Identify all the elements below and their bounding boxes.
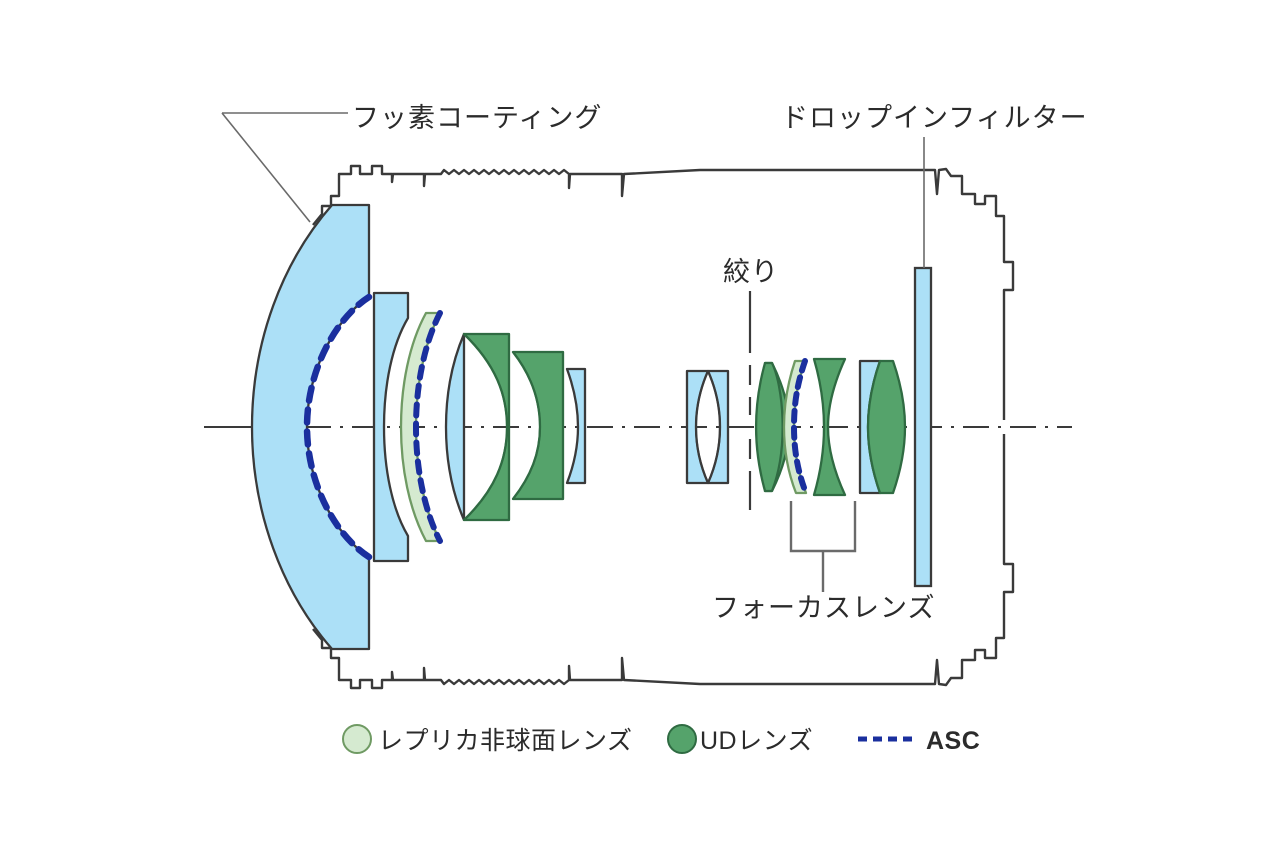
drop-in-filter-rect <box>913 266 933 588</box>
lens-element-second-meniscus <box>372 291 410 563</box>
legend-swatch-replica-aspherical <box>342 724 372 754</box>
legend-label-ud-lens: UDレンズ <box>700 727 813 755</box>
callout-leaders <box>221 112 925 592</box>
focus-ud-2-shape <box>812 357 847 497</box>
barrel-bottom-profile <box>312 434 1015 690</box>
second-meniscus-shape <box>372 291 410 563</box>
lens-element-drop-in-filter-glass <box>913 266 933 588</box>
ud-meniscus-shape <box>511 350 565 501</box>
lens-element-focus-replica-asph <box>782 358 809 496</box>
biconvex-blue-shape <box>444 332 466 522</box>
lens-element-focus-ud-2 <box>812 357 847 497</box>
callout-labels: フッ素コーティング ドロップインフィルター 絞り フォーカスレンズ <box>352 103 1088 623</box>
rear-cemented-green-shape <box>866 359 907 495</box>
focus-lens-bracket <box>789 501 857 553</box>
barrel-top-profile <box>312 164 1015 420</box>
legend: レプリカ非球面レンズ UDレンズ ASC <box>342 724 980 755</box>
legend-label-asc: ASC <box>926 727 980 755</box>
callout-label-aperture: 絞り <box>723 257 779 287</box>
legend-swatch-ud-lens <box>667 724 697 754</box>
lens-element-rear-cemented <box>858 359 907 495</box>
lens-element-biconvex-ud-cemented <box>444 332 511 522</box>
lens-element-small-glass <box>565 367 587 485</box>
asc-coating-replica-front <box>412 310 443 544</box>
lens-element-replica-aspherical-front <box>399 310 443 544</box>
callout-label-fluorine-coating: フッ素コーティング <box>352 103 602 133</box>
focus-ud-1-body <box>754 361 784 493</box>
fluorine-leader-diagonal <box>221 112 311 223</box>
small-glass-shape <box>565 367 587 485</box>
lens-barrel-outline <box>312 164 1015 690</box>
lens-element-ud-meniscus <box>511 350 565 501</box>
callout-label-drop-in-filter: ドロップインフィルター <box>781 103 1088 133</box>
ud-meniscus-inner-curve <box>512 351 542 500</box>
lens-element-aperture-doublet <box>685 369 730 485</box>
aperture-doublet-cement-line <box>694 370 709 484</box>
aperture-doublet-cement-line-2 <box>707 370 722 484</box>
lens-element-front-meniscus <box>250 203 373 651</box>
callout-label-focus-lens: フォーカスレンズ <box>712 593 935 623</box>
legend-label-replica-aspherical: レプリカ非球面レンズ <box>378 727 633 755</box>
asc-coating-focus-replica <box>790 358 809 496</box>
biconvex-cement-line <box>463 333 509 521</box>
